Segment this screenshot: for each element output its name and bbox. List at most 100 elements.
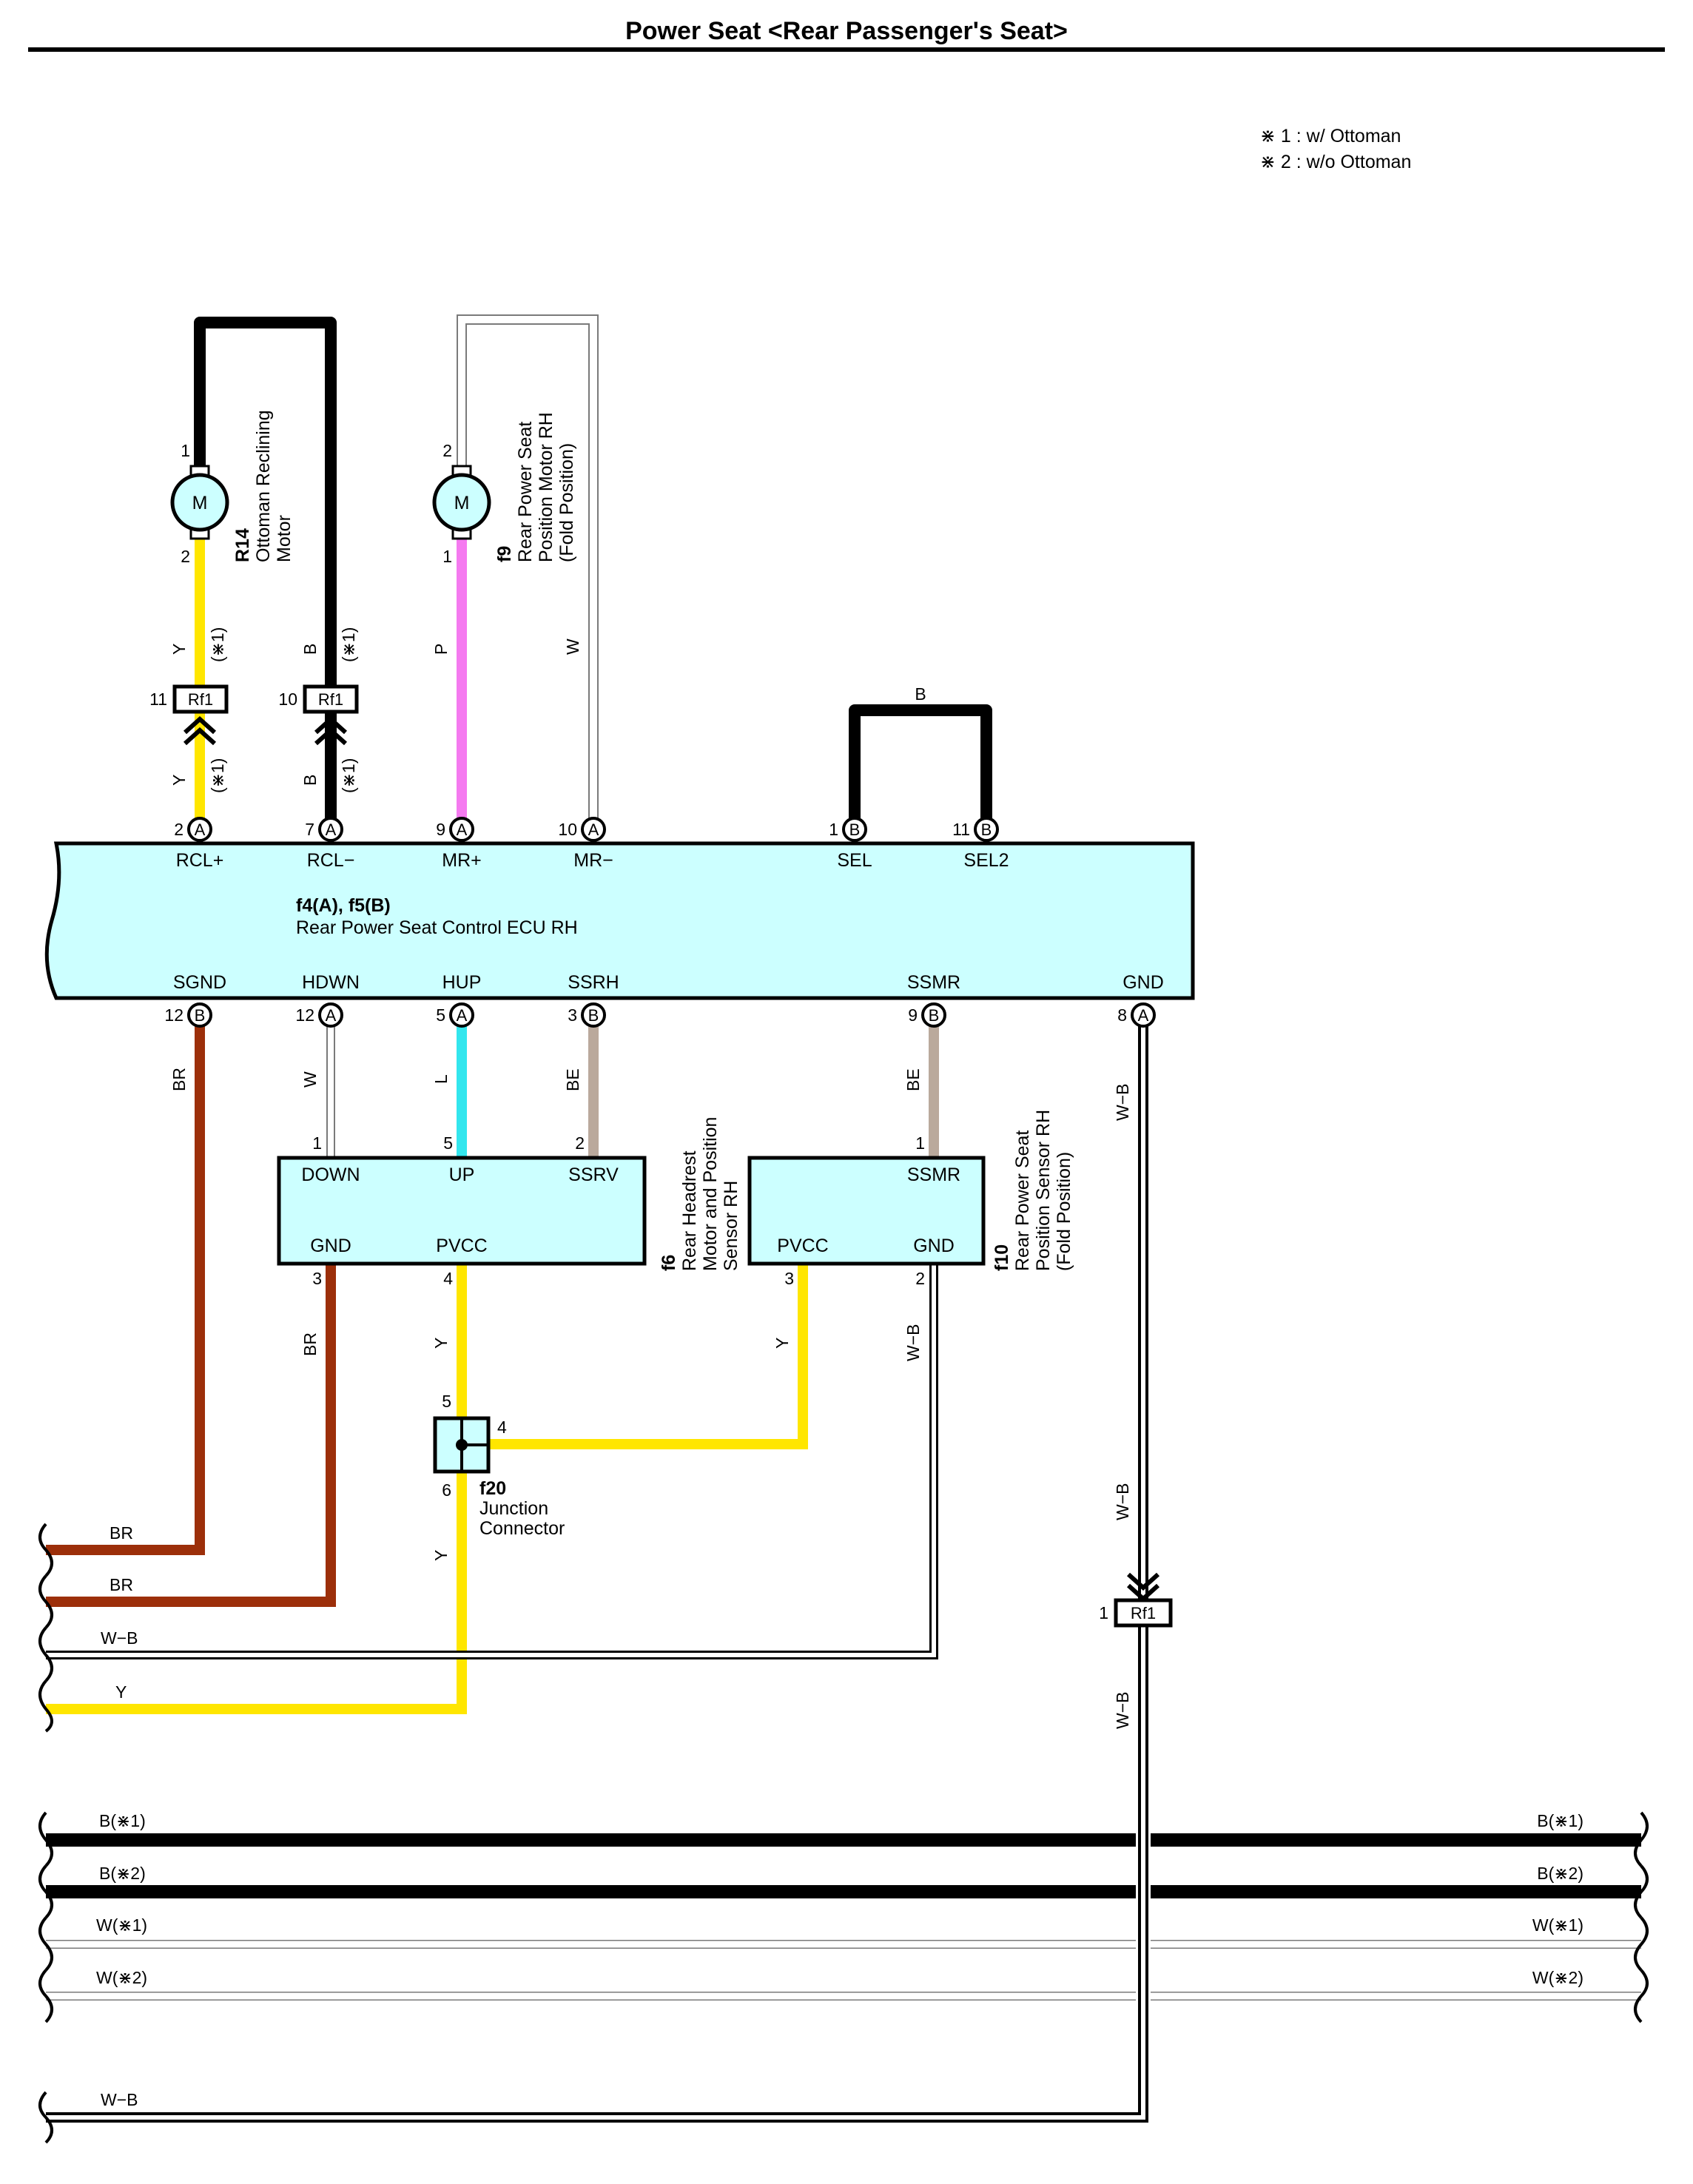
ecu-bottom-pin-conn: B <box>195 1006 206 1025</box>
motor-r14-symbol: M <box>192 493 208 513</box>
motor-r14-pin1: 1 <box>181 441 190 460</box>
ecu-top-pin-num: 2 <box>174 820 184 839</box>
junction-f20-pin6: 6 <box>442 1480 451 1500</box>
wire-label-sel-jumper: B <box>915 684 926 704</box>
motor-f9: M 2 1 <box>432 441 491 566</box>
bus-left-label-y: Y <box>115 1682 127 1702</box>
wire-label-w-f9: W <box>563 638 582 655</box>
ecu-top-pin-num: 9 <box>436 820 445 839</box>
bus-main-label-b1-left: B(⋇1) <box>99 1811 146 1830</box>
wire-label-note1-b-upper: (⋇1) <box>339 627 358 662</box>
ecu-bottom-pin-ssrh: B 3 <box>568 1002 606 1028</box>
sensor-f6-pin-up: 5 <box>443 1133 453 1153</box>
ecu-sig-ssmr: SSMR <box>907 972 960 993</box>
motor-r14-name-1: Ottoman Reclining <box>253 410 274 562</box>
ecu-bottom-pin-num: 12 <box>295 1005 314 1025</box>
wire-label-l-hup: L <box>431 1074 451 1084</box>
ecu-bottom-pin-num: 12 <box>164 1005 184 1025</box>
sensor-f6-top-up: UP <box>449 1165 475 1185</box>
wire-y-f6-pvcc <box>46 1264 467 1714</box>
motor-f9-body <box>432 473 491 532</box>
wire-label-br-sgnd: BR <box>169 1068 189 1091</box>
bus-left-label-wb: W−B <box>101 1628 138 1648</box>
wire-label-b-r14-upper: B <box>300 644 320 655</box>
sensor-f6-code: f6 <box>659 1255 679 1271</box>
wire-label-w-hdwn: W <box>300 1071 320 1088</box>
wire-y-f10-pvcc <box>488 1264 808 1449</box>
junction-f20-code: f20 <box>479 1478 506 1499</box>
ecu-bottom-pin-conn: A <box>457 1006 468 1025</box>
sensor-f10-code: f10 <box>992 1244 1012 1271</box>
ecu-top-pin-rcl-minus: A 7 <box>305 817 343 842</box>
ecu-code: f4(A), f5(B) <box>296 895 391 916</box>
rf1-connector-wb: Rf1 1 <box>1099 1572 1173 1628</box>
sensor-f6-labels: f6 Rear Headrest Motor and Position Sens… <box>659 1117 741 1271</box>
ecu-top-pin-conn: A <box>457 820 468 839</box>
ecu-bottom-pin-hup: A 5 <box>436 1002 474 1028</box>
bus-bottom-label-wb: W−B <box>101 2090 138 2109</box>
junction-f20: 5 4 6 f20 Junction Connector <box>433 1392 565 1539</box>
sensor-f10-name-2: Position Sensor RH <box>1033 1110 1054 1271</box>
ecu-top-pin-num: 10 <box>558 820 577 839</box>
rf1-pin: 10 <box>278 690 297 709</box>
wire-br-f6-gnd <box>46 1264 336 1607</box>
ecu-sig-rcl-plus: RCL+ <box>176 850 224 871</box>
ecu-top-pin-mr-minus: A 10 <box>558 817 606 842</box>
junction-f20-pin5: 5 <box>442 1392 451 1411</box>
ecu-sig-sgnd: SGND <box>173 972 226 993</box>
sensor-f10-bottom-gnd: GND <box>913 1236 955 1256</box>
ecu-bottom-pin-num: 8 <box>1117 1005 1127 1025</box>
break-marks-right <box>1634 1811 1649 2023</box>
sensor-f10-labels: f10 Rear Power Seat Position Sensor RH (… <box>992 1110 1074 1271</box>
wire-label-y-f6-pvcc: Y <box>431 1338 451 1349</box>
sensor-f10-name-1: Rear Power Seat <box>1012 1130 1033 1271</box>
bus-main-label-w1-right: W(⋇1) <box>1532 1915 1583 1935</box>
wire-wb-f10-gnd-core <box>46 1264 936 1657</box>
wire-label-wb-gnd-lower: W−B <box>1113 1692 1132 1729</box>
bus-main-label-w1-left: W(⋇1) <box>96 1915 147 1935</box>
motor-f9-labels: f9 Rear Power Seat Position Motor RH (Fo… <box>494 412 577 562</box>
ecu-top-pin-conn: B <box>981 820 992 839</box>
wire-w-f9-loop <box>457 314 599 823</box>
bus-main-label-b2-right: B(⋇2) <box>1537 1864 1583 1883</box>
ecu-bottom-pin-conn: A <box>1138 1006 1149 1025</box>
motor-f9-name-2: Position Motor RH <box>536 412 556 562</box>
bus-left-label-br-2: BR <box>110 1575 133 1594</box>
sensor-f6-pin-ssrv: 2 <box>575 1133 585 1153</box>
wire-label-b-r14-lower: B <box>300 775 320 786</box>
ecu-top-pin-num: 7 <box>305 820 314 839</box>
ecu-top-pin-conn: A <box>588 820 599 839</box>
ecu-bottom-pin-conn: B <box>588 1006 599 1025</box>
wire-labels-vertical: Y (⋇1) B (⋇1) Y (⋇1) B (⋇1) P W BR W L B… <box>169 627 1132 1729</box>
rf1-label: Rf1 <box>318 690 343 709</box>
ecu-bottom-pin-ssmr: B 9 <box>908 1002 946 1028</box>
bus-main-label-b2-left: B(⋇2) <box>99 1864 146 1883</box>
sensor-f10: SSMR PVCC GND 1 3 2 <box>747 1133 986 1288</box>
sensor-f10-pin-gnd: 2 <box>915 1269 925 1288</box>
motor-f9-code: f9 <box>494 546 515 562</box>
junction-f20-pin4: 4 <box>497 1418 507 1437</box>
ecu-top-pin-sel: B 1 <box>829 817 867 842</box>
wire-label-y-f20-out: Y <box>431 1550 451 1561</box>
sensor-f6-top-down: DOWN <box>301 1165 360 1185</box>
sensor-f6-bottom-pvcc: PVCC <box>436 1236 487 1256</box>
wire-label-y-f10-pvcc: Y <box>773 1338 792 1349</box>
ecu-bottom-pin-conn: B <box>929 1006 940 1025</box>
sensor-f6-pin-gnd: 3 <box>312 1269 322 1288</box>
ecu-sig-mr-plus: MR+ <box>442 850 481 871</box>
motor-r14-name-2: Motor <box>274 515 294 562</box>
bus-main-label-b1-right: B(⋇1) <box>1537 1811 1583 1830</box>
sensor-f10-bottom-pvcc: PVCC <box>777 1236 828 1256</box>
ecu-sig-hdwn: HDWN <box>302 972 360 993</box>
ecu-sig-hup: HUP <box>442 972 482 993</box>
ecu-sig-mr-minus: MR− <box>573 850 613 871</box>
wire-label-note1-b-lower: (⋇1) <box>339 758 358 793</box>
sensor-f6-box <box>277 1156 647 1266</box>
ecu-top-pin-conn: A <box>326 820 337 839</box>
sensor-f6-name-2: Motor and Position <box>700 1117 721 1271</box>
break-marks-left <box>38 1523 53 2144</box>
sensor-f10-pin-ssmr: 1 <box>915 1133 925 1153</box>
ecu-bottom-pin-hdwn: A 12 <box>295 1002 343 1028</box>
junction-dot <box>456 1439 468 1451</box>
rf1-connector-y: Rf1 11 <box>149 684 229 746</box>
